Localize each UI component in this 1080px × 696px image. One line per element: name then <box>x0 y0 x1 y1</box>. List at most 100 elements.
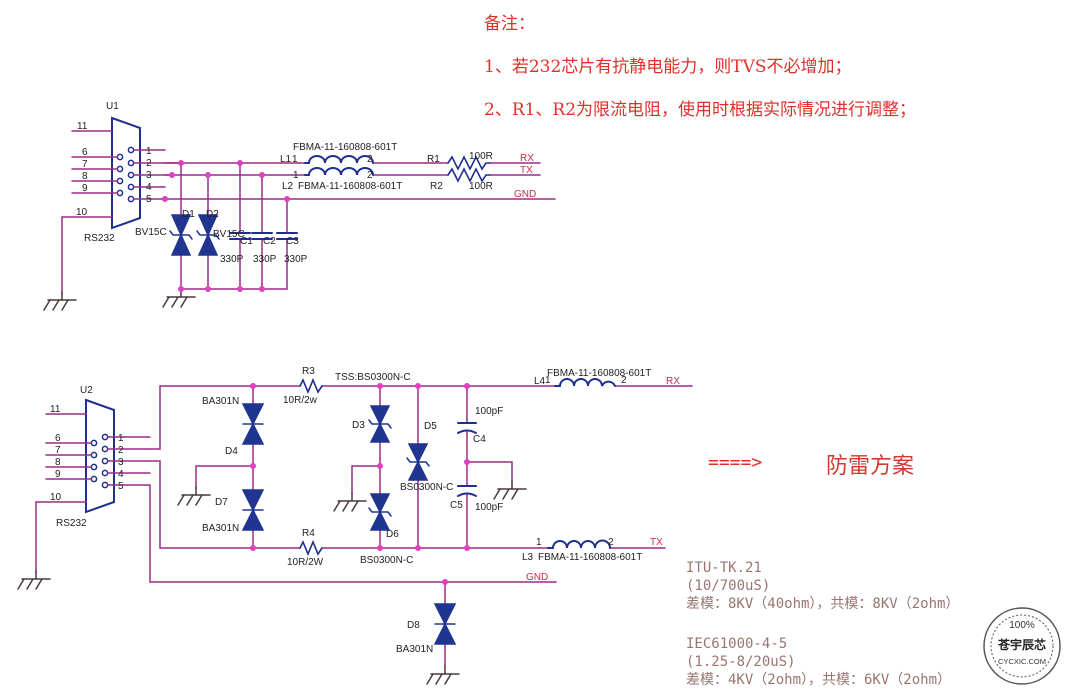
l4-pin1: 1 <box>545 375 551 386</box>
u1-pin-8: 8 <box>82 171 88 182</box>
c4-ref: C4 <box>473 434 486 445</box>
c3-value: 330P <box>284 254 308 265</box>
d8-part: BA301N <box>396 644 433 655</box>
notes-line-2: 2、R1、R2为限流电阻，使用时根据实际情况进行调整； <box>484 100 917 120</box>
u1-pin-5: 5 <box>146 194 152 205</box>
spec-wave-1: (10/700uS) <box>686 578 771 594</box>
r4-ref: R4 <box>302 528 315 539</box>
d8-ref: D8 <box>407 620 420 631</box>
d4-ref: D4 <box>225 446 238 457</box>
u1-pin-7: 7 <box>82 159 88 170</box>
r3-value: 10R/2w <box>283 395 318 406</box>
spec-level-2: 差模：4KV（2ohm），共模：6KV（2ohm） <box>686 672 952 688</box>
l1-pin1: 1 <box>292 154 298 165</box>
r4-value: 10R/2W <box>287 557 324 568</box>
l3-pin1: 1 <box>536 537 542 548</box>
watermark-percent: 100% <box>1009 620 1035 631</box>
r2-ref: R2 <box>430 181 443 192</box>
u2-pin-9: 9 <box>55 469 61 480</box>
c1-value: 330P <box>220 254 244 265</box>
u1-pin-2: 2 <box>146 158 152 169</box>
l2-ref: L2 <box>282 181 294 192</box>
u1-pin-11: 11 <box>77 121 88 132</box>
c1-ref: C1 <box>240 236 253 247</box>
u1-pin-1: 1 <box>146 146 152 157</box>
spec-level-1: 差模：8KV（40ohm），共模：8KV（2ohm） <box>686 596 960 612</box>
u2-connector <box>85 398 115 514</box>
d3-ref: D3 <box>352 420 365 431</box>
r3-ref: R3 <box>302 366 315 377</box>
l1-pin2: 2 <box>367 154 373 165</box>
d1-ref: D1 <box>182 209 195 220</box>
d6-part: BS0300N-C <box>360 555 413 566</box>
d7-ref: D7 <box>215 497 228 508</box>
u2-pin-1: 1 <box>118 433 124 444</box>
spec-std-2: IEC61000-4-5 <box>686 636 788 652</box>
c5-ref: C5 <box>450 500 463 511</box>
u1-pin-3: 3 <box>146 170 152 181</box>
u1-pin-6: 6 <box>82 147 88 158</box>
u2-pin-11: 11 <box>50 404 61 415</box>
notes-line-1: 1、若232芯片有抗静电能力，则TVS不必增加； <box>484 57 852 77</box>
l2-pin1: 1 <box>293 170 299 181</box>
r1-value: 100R <box>469 151 493 162</box>
u2-pin-7: 7 <box>55 445 61 456</box>
spec-wave-2: (1.25-8/20uS) <box>686 654 796 670</box>
u1-connector <box>111 116 141 230</box>
d7-part: BA301N <box>202 523 239 534</box>
l4-ref: L4 <box>534 376 546 387</box>
u2-pin-3: 3 <box>118 457 124 468</box>
l1-ref: L1 <box>280 154 292 165</box>
l4-pin2: 2 <box>621 375 627 386</box>
u1-pin-4: 4 <box>146 182 152 193</box>
tss-label: TSS:BS0300N-C <box>335 372 411 383</box>
watermark-name: 苍宇辰芯 <box>997 637 1046 652</box>
net-gnd-1: GND <box>514 189 536 200</box>
l3-ref: L3 <box>522 552 534 563</box>
d2-part: BV15C <box>213 229 245 240</box>
d5-ref: D5 <box>424 421 437 432</box>
u2-pin-8: 8 <box>55 457 61 468</box>
d6-ref: D6 <box>386 529 399 540</box>
watermark-seal: 100% 苍宇辰芯 CYCXIC.COM <box>983 607 1061 685</box>
net-tx-2: TX <box>650 537 663 548</box>
c2-ref: C2 <box>263 236 276 247</box>
circuit-2: U2 RS232 11 6 7 8 9 10 1 2 3 4 5 R3 10R/… <box>17 366 693 685</box>
r1-ref: R1 <box>427 154 440 165</box>
u2-ref: U2 <box>80 385 93 396</box>
l1-part: FBMA-11-160808-601T <box>293 142 397 153</box>
circuit-1: U1 RS232 11 6 7 8 9 10 1 2 3 4 5 FBMA-11… <box>43 101 556 311</box>
u1-pin-9: 9 <box>82 183 88 194</box>
c2-value: 330P <box>253 254 277 265</box>
r2-value: 100R <box>469 181 493 192</box>
net-tx-1: TX <box>520 165 533 176</box>
d1-part: BV15C <box>135 227 167 238</box>
u2-pin-10: 10 <box>50 492 62 503</box>
l2-part: FBMA-11-160808-601T <box>298 181 402 192</box>
u1-name: RS232 <box>84 233 115 244</box>
l3-part: FBMA-11-160808-601T <box>538 552 642 563</box>
net-rx-1: RX <box>520 153 534 164</box>
u2-pin-6: 6 <box>55 433 61 444</box>
u1-pin-10: 10 <box>76 207 88 218</box>
l4-part: FBMA-11-160808-601T <box>547 368 651 379</box>
net-gnd-2: GND <box>526 572 548 583</box>
d4-part: BA301N <box>202 396 239 407</box>
net-rx-2: RX <box>666 376 680 387</box>
u1-ref: U1 <box>106 101 119 112</box>
c4-value: 100pF <box>475 406 503 417</box>
l2-pin2: 2 <box>367 170 373 181</box>
spec-std-1: ITU-TK.21 <box>686 560 762 576</box>
u2-pin-5: 5 <box>118 481 124 492</box>
u2-name: RS232 <box>56 518 87 529</box>
watermark-site: CYCXIC.COM <box>998 657 1046 666</box>
u2-pin-4: 4 <box>118 469 124 480</box>
d2-ref: D2 <box>206 209 219 220</box>
c5-value: 100pF <box>475 502 503 513</box>
arrow-text: ====> <box>708 452 763 473</box>
u2-pin-2: 2 <box>118 445 124 456</box>
tvs-d1-d2 <box>169 214 220 256</box>
notes-title: 备注： <box>484 14 535 34</box>
d5-part: BS0300N-C <box>400 482 453 493</box>
